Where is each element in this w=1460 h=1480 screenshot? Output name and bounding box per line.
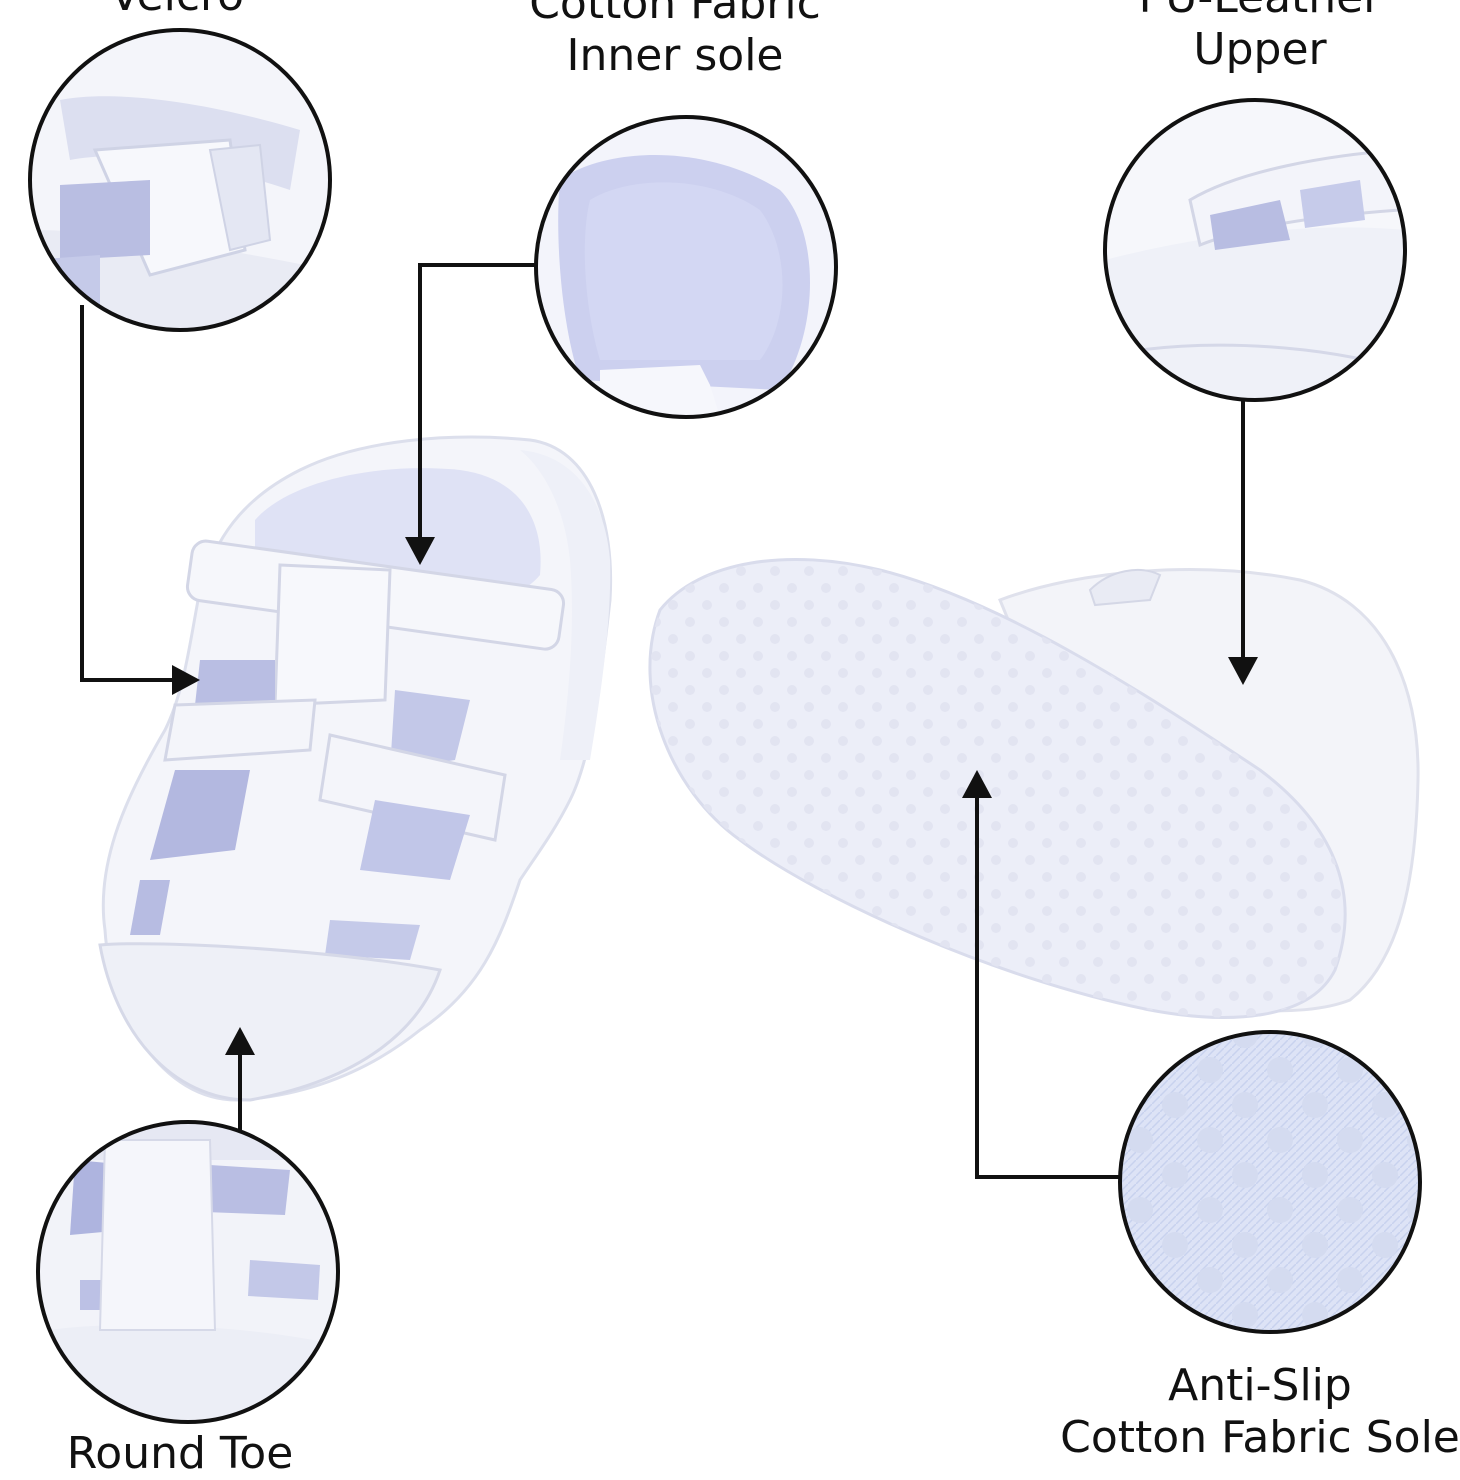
shoe-strap-peek (1088, 569, 1162, 607)
sole-shoe (648, 557, 1420, 1019)
round-toe-label: Round Toe (30, 1428, 330, 1480)
inner-sole-label-line-2: Inner sole (566, 30, 784, 81)
upper-label: PU-Leather Upper (1060, 0, 1460, 76)
sandal-shoe (98, 435, 613, 1102)
sandal-gap-1 (195, 660, 275, 705)
upper-zoom-circle (1103, 98, 1407, 402)
upper-label-line-2: Upper (1193, 24, 1327, 75)
inner-sole-zoom-circle (534, 115, 838, 419)
sandal-gap-3 (150, 770, 250, 860)
round-toe-arrow (225, 1027, 255, 1130)
sandal-gap-4 (360, 800, 470, 880)
sandal-heel-collar (520, 450, 611, 760)
upper-label-line-1: PU-Leather (1060, 0, 1460, 24)
anti-slip-label: Anti-Slip Cotton Fabric Sole (1010, 1360, 1460, 1464)
velcro-arrow (80, 305, 200, 695)
velcro-label-line-1: Velcro (62, 0, 292, 22)
sandal-gap-5 (130, 880, 170, 935)
outsole-dots (649, 559, 1346, 1018)
sandal-buckle-strap (273, 563, 392, 707)
velcro-zoom-circle (28, 28, 332, 332)
sandal-gap-2 (390, 690, 470, 770)
upper-arrow (1228, 400, 1258, 685)
sandal-toe-cap (98, 942, 442, 1102)
sandal-gap-6 (325, 920, 420, 960)
anti-slip-zoom-circle (1118, 1030, 1422, 1334)
anti-slip-label-line-2: Cotton Fabric Sole (1060, 1412, 1460, 1463)
inner-sole-label: Cotton Fabric Inner sole (470, 0, 880, 82)
anti-slip-arrow (962, 770, 1120, 1179)
velcro-label: Velcro (62, 0, 292, 22)
sandal-toe-strap-left (163, 698, 317, 762)
inner-sole-label-line-1: Cotton Fabric (529, 0, 821, 29)
anti-slip-label-line-1: Anti-Slip (1168, 1360, 1352, 1411)
round-toe-zoom-circle (36, 1120, 340, 1424)
inner-sole-arrow (405, 263, 536, 565)
round-toe-label-line-1: Round Toe (66, 1428, 294, 1479)
